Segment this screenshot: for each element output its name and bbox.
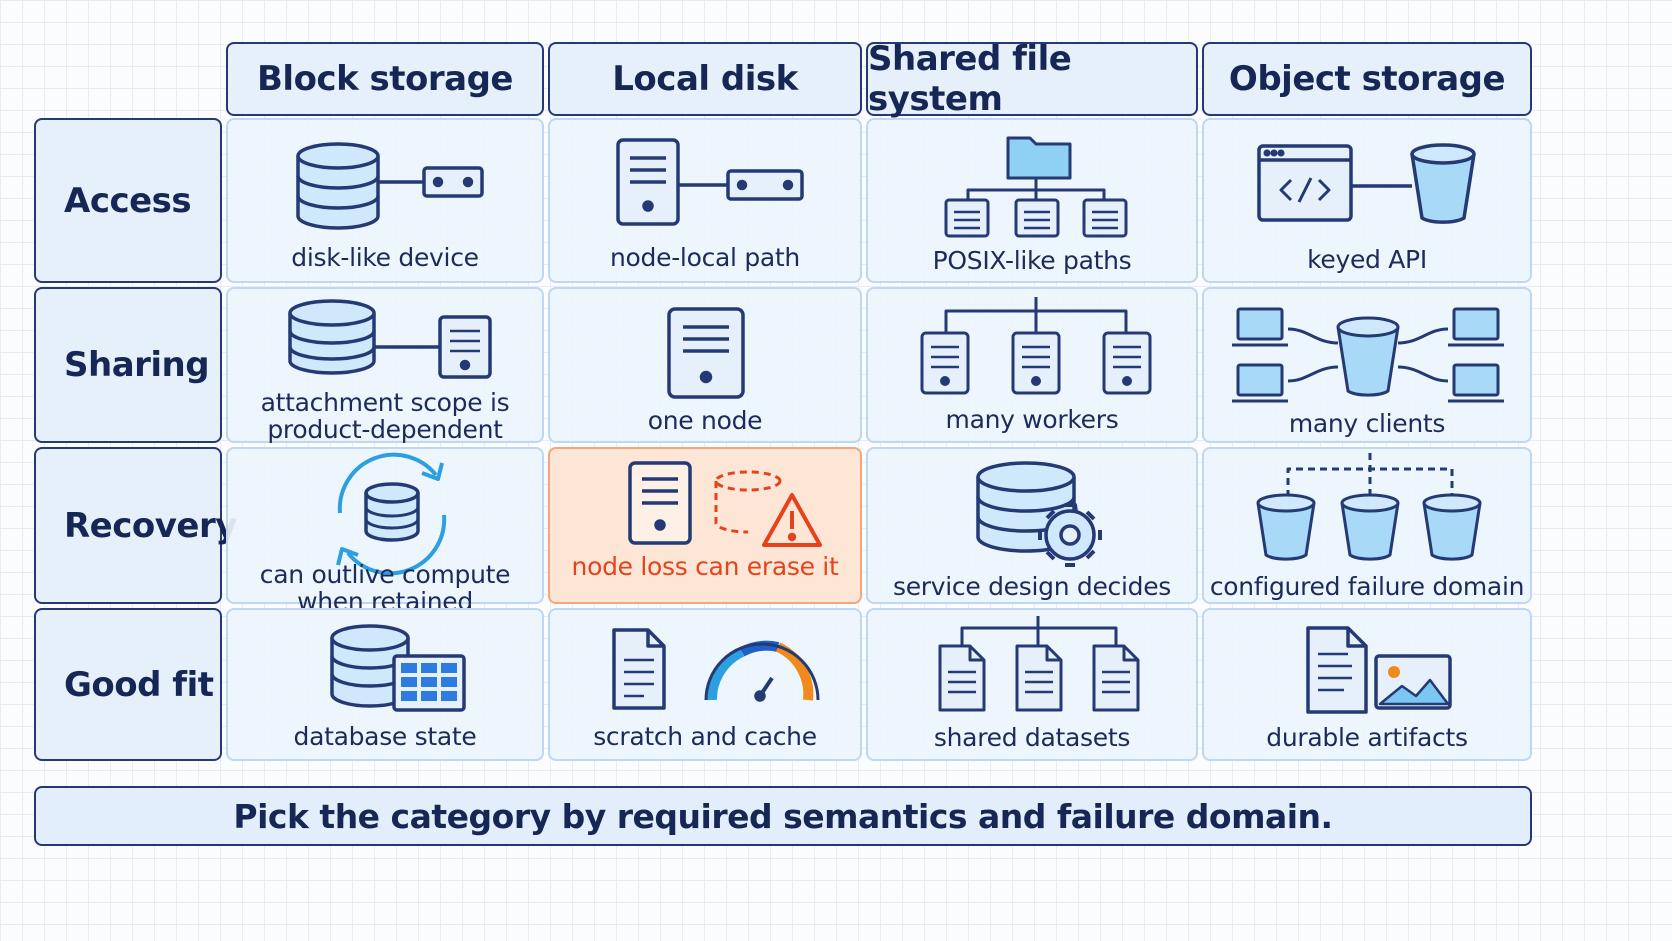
row-header-access: Access [34,118,222,283]
cell-caption: keyed API [1307,245,1427,274]
column-header-label: Object storage [1228,59,1506,99]
cell-caption: shared datasets [933,723,1131,752]
cell-access-block-storage: disk-like device [226,118,544,283]
column-header-label: Local disk [612,59,798,99]
column-header-label: Shared file system [868,39,1072,119]
api-bucket-icon [1257,143,1476,224]
row-header-label: Recovery [64,505,237,546]
database-table-icon [330,624,466,712]
row-header-label: Sharing [64,345,210,385]
footer-text: Pick the category by required semantics … [233,796,1333,836]
column-header-block-storage: Block storage [226,42,544,116]
cell-good-fit-object-storage: durable artifacts [1202,608,1532,761]
row-header-good-fit: Good fit [34,608,222,761]
cell-good-fit-local-disk: scratch and cache [548,608,862,761]
cell-recovery-object-storage: configured failure domain [1202,447,1532,604]
cell-caption: disk-like device [291,243,479,272]
cell-caption: attachment scope is product-dependent [260,388,510,444]
column-header-local-disk: Local disk [548,42,862,116]
database-attached-server-icon [288,299,492,379]
many-servers-icon [920,297,1152,395]
cell-caption: configured failure domain [1209,572,1525,601]
column-header-label: Block storage [257,59,514,99]
database-gear-icon [976,461,1102,567]
column-header-object-storage: Object storage [1202,42,1532,116]
bucket-many-laptops-icon [1232,307,1504,403]
cell-good-fit-shared-file-system: shared datasets [866,608,1198,761]
column-header-shared-file-system: Shared file system [866,39,1198,119]
document-image-icon [1306,626,1452,714]
row-header-recovery: Recovery [34,447,237,604]
cell-caption: scratch and cache [593,722,817,751]
replicated-buckets-icon [1256,453,1482,561]
server-local-disk-icon [616,138,804,226]
database-cycle-icon [336,452,447,576]
cell-caption: database state [293,722,477,751]
server-warning-icon [628,461,822,547]
cell-sharing-local-disk: one node [548,287,862,443]
block-device-icon [296,142,484,230]
cell-caption: can outlive compute when retained [259,560,511,616]
cell-recovery-shared-file-system: service design decides [866,447,1198,604]
cell-good-fit-block-storage: database state [226,608,544,761]
row-header-label: Access [64,180,192,221]
cell-caption: many workers [945,405,1119,434]
cell-recovery-block-storage: can outlive compute when retained [226,447,544,615]
cell-access-local-disk: node-local path [548,118,862,283]
cell-caption: POSIX-like paths [932,246,1132,275]
cell-sharing-object-storage: many clients [1202,287,1532,443]
footer-banner: Pick the category by required semantics … [34,786,1532,846]
document-gauge-icon [612,628,820,710]
cell-sharing-shared-file-system: many workers [866,287,1198,443]
row-header-label: Good fit [64,664,214,705]
cell-caption: one node [647,406,763,435]
cell-caption: node loss can erase it [571,552,839,581]
cell-caption: many clients [1288,409,1446,438]
folder-tree-icon [944,136,1128,238]
cell-sharing-block-storage: attachment scope is product-dependent [226,287,544,443]
cell-caption: durable artifacts [1266,723,1468,752]
row-header-sharing: Sharing [34,287,222,443]
cell-recovery-local-disk: node loss can erase it [548,447,862,604]
cell-access-object-storage: keyed API [1202,118,1532,283]
cell-access-shared-file-system: POSIX-like paths [866,118,1198,283]
cell-caption: node-local path [610,243,800,272]
single-server-icon [667,307,745,399]
shared-documents-icon [938,616,1140,712]
cell-caption: service design decides [893,572,1171,601]
